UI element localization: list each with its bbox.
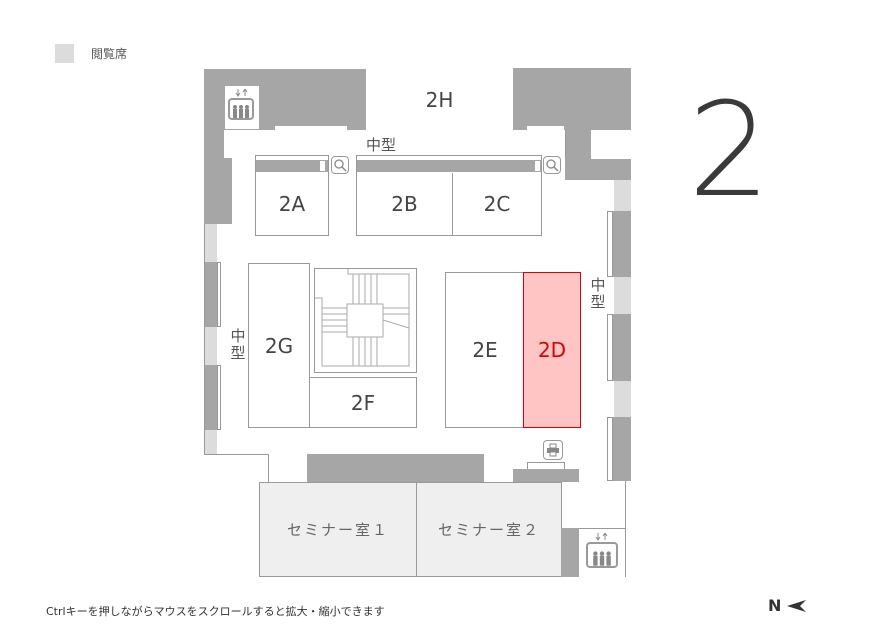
wall — [307, 454, 484, 483]
reading-seat — [614, 277, 631, 314]
wall — [561, 528, 579, 577]
medium-seat-label-left: 中 型 — [229, 328, 247, 362]
outline — [268, 454, 269, 483]
wall-gap — [591, 131, 631, 159]
label-char: 型 — [230, 344, 246, 362]
door — [275, 126, 347, 130]
wall — [513, 469, 579, 482]
wall — [204, 262, 217, 327]
elevator-icon — [228, 98, 254, 120]
room-2H[interactable]: 2H — [366, 69, 513, 130]
wall — [565, 128, 591, 160]
window — [607, 417, 613, 481]
reading-seat — [204, 224, 217, 262]
outline — [625, 481, 626, 577]
window — [217, 365, 221, 430]
label-char: 型 — [590, 293, 606, 311]
compass-label: N — [768, 596, 782, 615]
shelf-marker — [535, 161, 540, 171]
room-2B[interactable]: 2B — [357, 173, 453, 235]
zoom-hint: Ctrlキーを押しながらマウスをスクロールすると拡大・縮小できます — [46, 605, 385, 618]
label-char: 中 — [230, 327, 246, 345]
wall — [613, 417, 631, 481]
window — [217, 262, 221, 327]
elevator-arrows-icon — [235, 89, 248, 97]
room-2E[interactable]: 2E — [445, 272, 525, 428]
legend-label: 閲覧席 — [91, 47, 128, 61]
shelf-marker — [320, 161, 325, 171]
elevator-arrows-icon — [595, 533, 608, 541]
outline — [204, 454, 269, 455]
wall — [613, 211, 631, 277]
top-corridor — [224, 130, 566, 158]
room-2A[interactable]: 2A — [256, 173, 328, 235]
window — [607, 314, 613, 381]
legend-swatch — [55, 44, 74, 63]
outline — [204, 224, 205, 455]
room-2C[interactable]: 2C — [453, 173, 541, 235]
wall — [565, 158, 631, 180]
room-2G[interactable]: 2G — [248, 263, 310, 428]
north-arrow-icon — [787, 599, 807, 612]
door — [527, 126, 564, 130]
wall — [613, 314, 631, 381]
room-seminar-1[interactable]: セミナー室１ — [259, 482, 417, 577]
reading-seat — [204, 430, 217, 454]
room-2D[interactable]: 2D — [523, 272, 581, 428]
reading-seat — [614, 180, 631, 212]
floor-number: 2 — [688, 74, 771, 226]
room-seminar-2[interactable]: セミナー室２ — [416, 482, 562, 577]
shelf-bar — [256, 160, 328, 172]
stairs-icon — [315, 269, 410, 367]
magnifier-icon[interactable] — [331, 156, 349, 174]
room-2F[interactable]: 2F — [309, 377, 417, 428]
reading-seat — [614, 381, 631, 417]
window — [607, 211, 613, 277]
compass: N — [768, 596, 808, 615]
medium-seat-label-top: 中型 — [366, 136, 397, 154]
reading-seat — [204, 327, 217, 365]
label-char: 中 — [590, 276, 606, 294]
wall — [513, 68, 631, 130]
elevator-icon — [586, 542, 618, 568]
shelf-bar — [357, 160, 541, 172]
wall — [204, 155, 232, 224]
magnifier-icon[interactable] — [543, 156, 561, 174]
printer-icon[interactable] — [543, 440, 563, 460]
medium-seat-label-right: 中 型 — [589, 277, 607, 311]
wall — [204, 365, 217, 430]
